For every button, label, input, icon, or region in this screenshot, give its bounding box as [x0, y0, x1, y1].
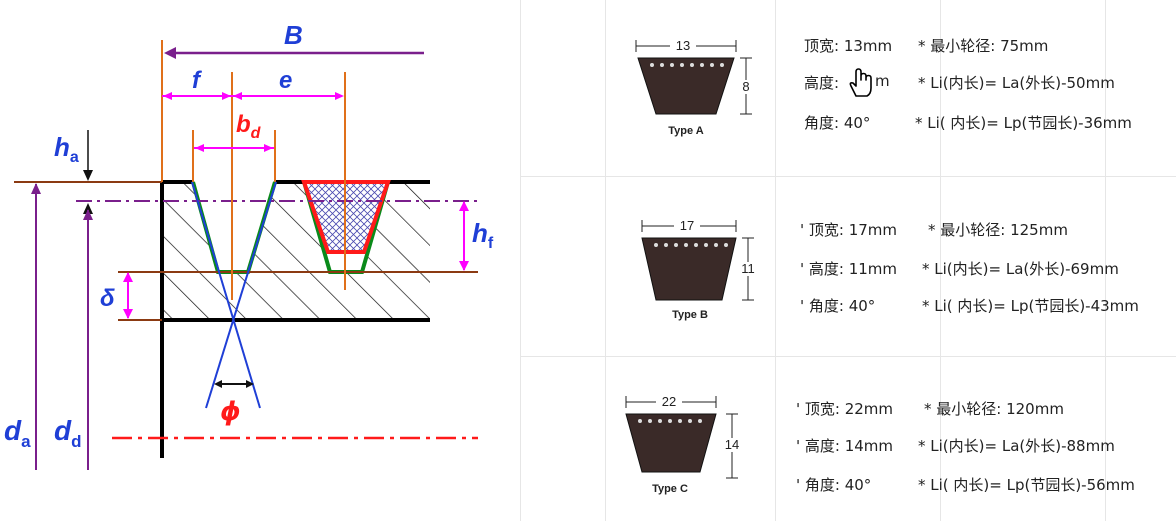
belt-section-type-b: 17 11 Type B	[636, 214, 776, 329]
type-b-spec-li-la: * Li(内长)= La(外长)-69mm	[922, 260, 1119, 278]
type-b-label: Type B	[672, 309, 708, 321]
label-ha: h	[54, 132, 70, 162]
label-bd-sub: d	[251, 125, 262, 142]
type-b-spec-min-diameter: * 最小轮径: 125mm	[928, 221, 1068, 239]
type-c-label: Type C	[652, 483, 688, 495]
type-c-spec-angle: ' 角度: 40°	[796, 476, 872, 494]
angle-line-right	[205, 181, 277, 409]
label-phi: ϕ	[220, 397, 241, 427]
type-c-spec-top-width: ' 顶宽: 22mm	[796, 400, 894, 418]
svg-text:bd: bd	[236, 111, 262, 142]
type-c-top-width: 22	[662, 394, 676, 409]
type-c-spec-min-diameter: * 最小轮径: 120mm	[924, 400, 1064, 418]
type-b-top-width: 17	[680, 218, 694, 233]
type-a-spec-li-lp: * Li( 内长)= Lp(节园长)-36mm	[915, 114, 1132, 132]
belt-types-panel: 13 8 Type A 顶宽: 13mm * 最小轮径: 75mm 高度: m …	[520, 0, 1176, 521]
label-f: f	[192, 67, 202, 94]
svg-text:dd: dd	[54, 415, 82, 451]
type-a-spec-angle: 角度: 40°	[804, 114, 871, 132]
label-e: e	[279, 67, 292, 94]
type-a-spec-min-diameter: * 最小轮径: 75mm	[918, 37, 1049, 55]
hand-pointer-icon	[846, 66, 876, 103]
type-a-spec-height: 高度:	[804, 74, 840, 92]
groove-diagram-panel: B f e bd ha hf δ ϕ da dd	[0, 0, 500, 521]
type-a-spec-li-la: * Li(内长)= La(外长)-50mm	[918, 74, 1115, 92]
svg-text:hf: hf	[472, 218, 494, 252]
svg-text:da: da	[4, 415, 31, 451]
pulley-body-hatch	[162, 182, 430, 320]
belt-section-type-c: 22 14 Type C	[620, 392, 760, 507]
angle-line-left	[191, 181, 261, 409]
label-ha-sub: a	[70, 149, 79, 166]
type-b-spec-li-lp: * Li( 内长)= Lp(节园长)-43mm	[922, 297, 1139, 315]
label-delta: δ	[100, 285, 115, 312]
label-dd: d	[54, 415, 72, 446]
label-bd: b	[236, 111, 251, 138]
type-a-top-width: 13	[676, 38, 690, 53]
svg-text:ha: ha	[54, 132, 79, 166]
type-b-spec-height: ' 高度: 11mm	[800, 260, 898, 278]
type-b-height: 11	[741, 261, 755, 276]
label-hf: h	[472, 218, 488, 248]
type-a-spec-height-tail: m	[875, 72, 890, 90]
belt-section-type-a: 13 8 Type A	[630, 34, 770, 149]
type-c-spec-height: ' 高度: 14mm	[796, 437, 894, 455]
type-c-height: 14	[725, 437, 739, 452]
label-da-sub: a	[21, 432, 31, 451]
type-c-spec-li-la: * Li(内长)= La(外长)-88mm	[918, 437, 1115, 455]
label-da: d	[4, 415, 22, 446]
type-b-spec-top-width: ' 顶宽: 17mm	[800, 221, 898, 239]
label-dd-sub: d	[71, 432, 81, 451]
type-a-label: Type A	[668, 125, 704, 137]
type-a-height: 8	[742, 79, 749, 94]
groove-diagram: B f e bd ha hf δ ϕ da dd	[4, 20, 494, 470]
label-B: B	[284, 20, 303, 50]
type-b-spec-angle: ' 角度: 40°	[800, 297, 876, 315]
type-c-spec-li-lp: * Li( 内长)= Lp(节园长)-56mm	[918, 476, 1135, 494]
label-hf-sub: f	[488, 235, 494, 252]
type-a-spec-top-width: 顶宽: 13mm	[804, 37, 893, 55]
